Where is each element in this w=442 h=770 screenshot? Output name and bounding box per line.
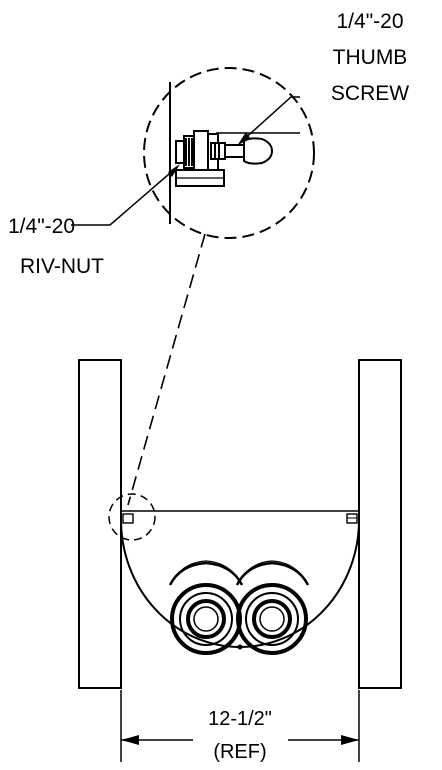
left-fastener: [122, 513, 134, 524]
thumb-screw-label-size: 1/4"-20: [337, 10, 404, 33]
thumb-screw-leader: [240, 96, 300, 143]
left-wall: [78, 359, 122, 689]
dimension-note: (REF): [213, 741, 266, 763]
riv-nut-leader: [71, 167, 177, 226]
dimension-group: [120, 690, 360, 762]
riv-nut-arrowhead: [168, 164, 180, 177]
detail-view: [71, 67, 315, 239]
thumb-screw-arrowhead: [237, 132, 250, 146]
right-reel: [235, 560, 310, 655]
detail-connector-line: [127, 233, 206, 506]
detail-source-circle: [108, 493, 156, 541]
thumb-screw-label-type: THUMB: [333, 46, 408, 69]
thumb-screw-label-part: SCREW: [331, 82, 409, 105]
dimension-arrow-right: [341, 735, 359, 745]
main-view: [78, 359, 402, 689]
drain-marker: [237, 644, 243, 650]
riv-nut-label-part: RIV-NUT: [20, 255, 104, 278]
detail-fastener-assembly: [175, 130, 274, 187]
detail-circle: [143, 67, 315, 239]
dimension-arrow-left: [121, 735, 139, 745]
riv-nut-label-size: 1/4"-20: [8, 215, 75, 238]
left-reel: [168, 560, 244, 655]
dimension-value: 12-1/2": [208, 708, 272, 730]
right-wall: [358, 359, 402, 689]
